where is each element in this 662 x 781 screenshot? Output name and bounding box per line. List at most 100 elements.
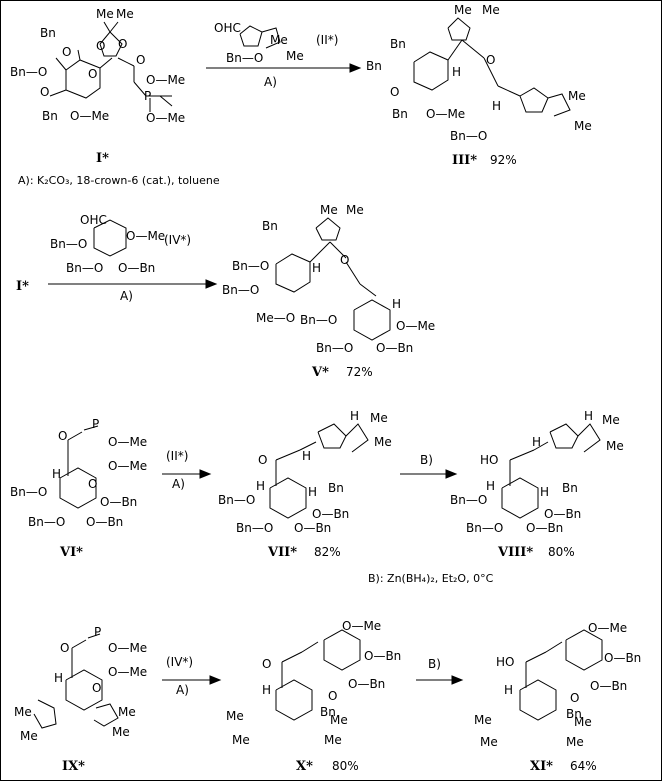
label-bn: Bn	[262, 219, 278, 233]
compound-label: X*	[296, 759, 313, 774]
label-me: Me	[602, 413, 620, 427]
label-o: O	[486, 53, 495, 67]
label-h: H	[540, 485, 549, 499]
label-me: Me	[232, 733, 250, 747]
label-me: Me	[574, 715, 592, 729]
label-om: O—Me	[108, 459, 147, 473]
label-me: Me	[374, 435, 392, 449]
label-h: H	[532, 435, 541, 449]
label-me: Me	[606, 439, 624, 453]
label-bn: Bn	[562, 481, 578, 495]
label-bno: Bn—O	[28, 515, 65, 529]
label-o: O	[92, 681, 101, 695]
label-ob: O—Bn	[100, 495, 137, 509]
label-me: Me	[14, 705, 32, 719]
label-h: H	[392, 297, 401, 311]
label-om: O—Me	[146, 73, 185, 87]
label-o: O	[88, 67, 97, 81]
label-ob: O—Bn	[590, 679, 627, 693]
label-bn: Bn	[40, 26, 56, 40]
label-h: H	[584, 409, 593, 423]
label-me: Me	[568, 89, 586, 103]
reagent-iv: OHC Bn—O Bn—O O—Bn O—Me (IV*)	[50, 213, 191, 275]
label-ho: HO	[496, 655, 514, 669]
label-o: O	[136, 53, 145, 67]
label-o: O	[118, 37, 127, 51]
reagent-label: (IV*)	[166, 655, 193, 669]
compound-iii: Bn Bn O Bn O—Me H Me Me O H Me Me Bn—O I…	[366, 3, 592, 168]
label-cho: OHC	[80, 213, 107, 227]
compound-label: VII*	[267, 545, 297, 560]
label-ob: O—Bn	[118, 261, 155, 275]
label-om: O—Me	[588, 621, 627, 635]
label-bno: Bn—O	[66, 261, 103, 275]
label-me: Me	[454, 3, 472, 17]
label-me: Me	[270, 33, 288, 47]
label-bno: Bn—O	[218, 493, 255, 507]
label-me: Me	[116, 7, 134, 21]
compound-vi: O P O—Me O—Me H Bn—O O O—Bn Bn—O O—Bn VI…	[10, 417, 147, 560]
label-mo: Me—O	[256, 311, 295, 325]
label-me: Me	[566, 735, 584, 749]
arrowhead	[209, 675, 222, 685]
label-o: O	[390, 85, 399, 99]
label-me: Me	[20, 729, 38, 743]
label-o: O	[88, 477, 97, 491]
compound-label: I*	[16, 279, 29, 294]
reagent-ii: OHC Bn—O Me Me (II*)	[214, 21, 338, 65]
compound-i: Bn O Bn—O O Bn O—Me O O O Me Me O P O—Me…	[10, 7, 185, 166]
label-bno: Bn—O	[222, 283, 259, 297]
arrowhead	[349, 63, 362, 73]
compound-x: O O—Me O—Bn O—Bn O Bn H Me Me Me Me X* 8…	[226, 619, 401, 774]
yield: 80%	[548, 545, 575, 559]
label-h: H	[504, 683, 513, 697]
label-bn: Bn	[390, 37, 406, 51]
label-me: Me	[574, 119, 592, 133]
label-h: H	[256, 479, 265, 493]
arrowhead	[205, 279, 218, 289]
label-p: P	[144, 89, 151, 103]
label-ob: O—Bn	[526, 521, 563, 535]
label-h: H	[486, 479, 495, 493]
label-bno: Bn—O	[10, 65, 47, 79]
label-me: Me	[330, 713, 348, 727]
label-h: H	[308, 485, 317, 499]
arrowhead	[445, 469, 458, 479]
arrow-label: B)	[420, 453, 433, 467]
label-bn: Bn	[566, 707, 582, 721]
label-bno: Bn—O	[10, 485, 47, 499]
label-om: O—Me	[396, 319, 435, 333]
label-h: H	[452, 65, 461, 79]
label-om: O—Me	[108, 641, 147, 655]
condition-a: A): K₂CO₃, 18-crown-6 (cat.), toluene	[18, 174, 220, 187]
label-bno: Bn—O	[300, 313, 337, 327]
compound-label: XI*	[530, 759, 553, 774]
label-me: Me	[118, 705, 136, 719]
arrow-label: A)	[264, 75, 277, 89]
label-o: O	[58, 429, 67, 443]
compound-xi: HO O—Me O—Bn O—Bn O Bn H Me Me Me Me XI*…	[474, 621, 641, 774]
label-bno: Bn—O	[226, 51, 263, 65]
yield: 92%	[490, 153, 517, 167]
label-h: H	[302, 449, 311, 463]
yield: 82%	[314, 545, 341, 559]
label-me: Me	[286, 49, 304, 63]
label-ob: O—Bn	[348, 677, 385, 691]
label-bn: Bn	[392, 107, 408, 121]
label-bno: Bn—O	[466, 521, 503, 535]
reagent-label: (II*)	[316, 33, 338, 47]
compound-label: I*	[96, 151, 109, 166]
label-o: O	[262, 657, 271, 671]
label-o: O	[60, 641, 69, 655]
label-p: P	[92, 417, 99, 431]
label-me: Me	[474, 713, 492, 727]
arrow-label: B)	[428, 657, 441, 671]
label-om: O—Me	[126, 229, 165, 243]
label-ob: O—Bn	[364, 649, 401, 663]
label-me: Me	[320, 203, 338, 217]
compound-label: VIII*	[497, 545, 533, 560]
label-bn: Bn	[366, 59, 382, 73]
arrow-label: A)	[172, 477, 185, 491]
compound-viii: HO H H Me Me Bn H Bn—O H O—Bn Bn—O O—Bn …	[450, 409, 624, 560]
label-o: O	[570, 691, 579, 705]
